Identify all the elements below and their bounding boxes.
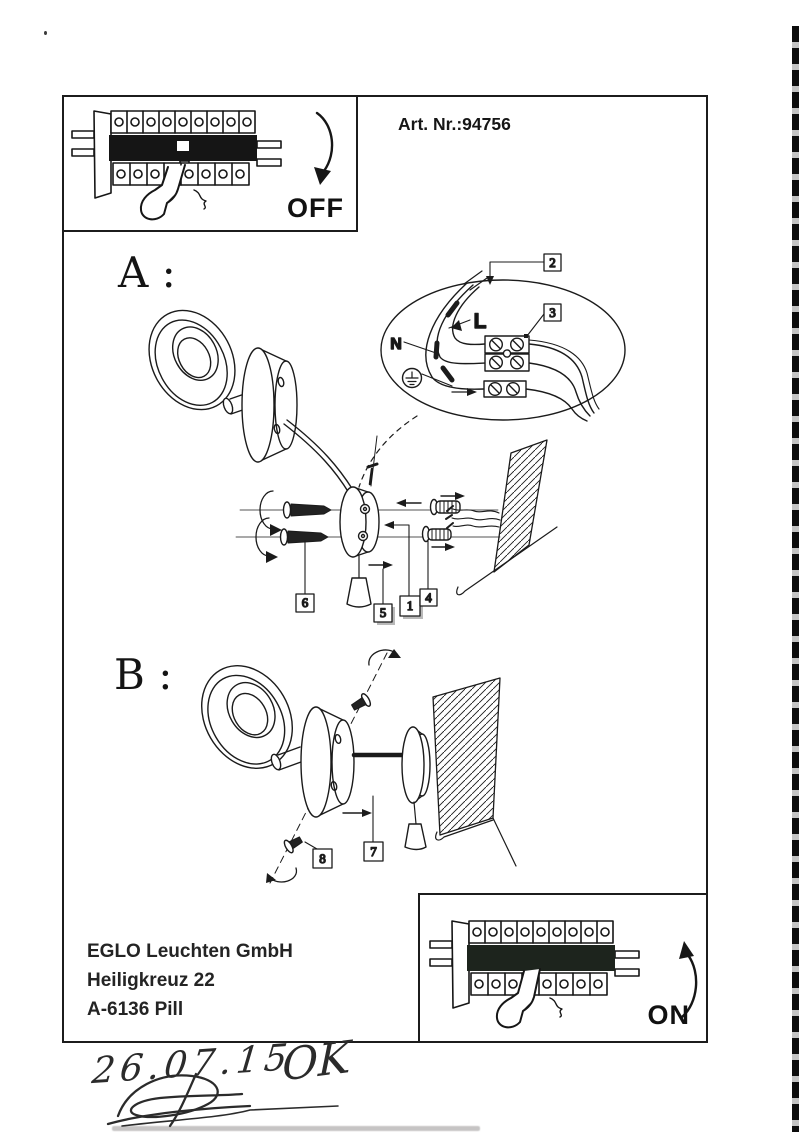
company-name: EGLO Leuchten GmbH (87, 941, 293, 962)
svg-text:6: 6 (302, 595, 309, 610)
set-screw-bottom (283, 836, 303, 854)
signature (106, 1072, 339, 1128)
wire-live (451, 286, 486, 346)
breaker-off-illustration (71, 110, 334, 221)
lamp-canopy (241, 347, 298, 463)
svg-text:2: 2 (549, 255, 556, 270)
supply-wires (445, 505, 501, 529)
callout-2: 2 (486, 253, 562, 285)
scan-edge-artifact (792, 26, 799, 1132)
switch-toggle-off (177, 141, 189, 151)
rotation-arrow-icon (255, 517, 278, 563)
power-on-inset: ON (418, 893, 708, 1043)
svg-text:8: 8 (319, 851, 326, 866)
callout-8: 8 (304, 841, 333, 869)
rotation-arrow-icon (259, 490, 282, 536)
scan-smudge (112, 1126, 480, 1131)
locking-screw (366, 462, 379, 469)
push-arrow (396, 499, 406, 507)
callout-6: 6 (295, 540, 315, 613)
wall-base-line (456, 526, 558, 596)
wall-base-line (435, 819, 494, 841)
lamp-cable (286, 419, 354, 491)
din-rail-end (93, 110, 112, 199)
callout-1: 1 (384, 521, 423, 619)
svg-text:7: 7 (370, 844, 377, 859)
wire-earth (425, 282, 485, 390)
wall-hatch (493, 439, 548, 573)
breaker-switch-band (467, 945, 615, 971)
arrow-up-icon (679, 941, 698, 1019)
wall-anchor-1 (429, 498, 461, 516)
callout-7: 7 (363, 795, 384, 862)
push-arrow (455, 492, 465, 500)
step-a-diagram: N L 2 3 (148, 253, 626, 625)
slide-arrow (362, 809, 372, 817)
live-label: L (474, 310, 487, 333)
step-b-diagram: 7 8 (201, 649, 517, 884)
din-rail-end (451, 920, 470, 1009)
pointing-hand-icon (139, 164, 207, 221)
pointing-hand-icon (495, 968, 563, 1029)
wall-bracket (401, 726, 431, 804)
neutral-label: N (390, 336, 402, 353)
breaker-top-row (110, 110, 256, 134)
wall-anchor-2 (421, 525, 452, 543)
svg-text:5: 5 (380, 605, 387, 620)
power-off-inset: OFF (62, 95, 358, 232)
callout-3: 3 (524, 303, 562, 338)
rotation-arrow-icon (266, 867, 298, 883)
detail-link-dashed-line (358, 415, 418, 488)
earth-icon (401, 367, 423, 389)
section-b-label: B : (114, 650, 173, 699)
on-label: ON (647, 1000, 690, 1030)
article-number: Art. Nr.:94756 (398, 114, 511, 134)
svg-text:4: 4 (425, 590, 432, 605)
wall-hatch (432, 677, 501, 836)
main-border-frame (62, 95, 708, 1043)
rotation-arrow-icon (368, 649, 401, 666)
arrow-down-icon (314, 111, 334, 185)
screw-axis-line (269, 652, 388, 884)
scan-speck (44, 31, 47, 35)
push-arrow (445, 543, 455, 551)
company-street: Heiligkreuz 22 (87, 970, 215, 991)
lamp-ring (201, 665, 293, 769)
wiring-detail: N L 2 3 (380, 253, 626, 422)
section-a-label: A : (118, 248, 176, 297)
cable-sheath (463, 270, 488, 291)
company-city: A-6136 Pill (87, 999, 184, 1020)
off-label: OFF (287, 193, 344, 223)
company-address: EGLO Leuchten GmbH Heiligkreuz 22 A-6136… (87, 937, 293, 1024)
callout-5: 5 (373, 568, 395, 625)
cable-grommet-cone (346, 577, 372, 608)
push-arrow (383, 561, 393, 569)
wall-mount-plate (339, 435, 380, 558)
cable-grommet-cone (404, 823, 427, 851)
pull-cord (413, 801, 417, 825)
wire-direction-arrow (467, 388, 477, 396)
lamp-ring (148, 309, 236, 411)
lamp-canopy (300, 706, 355, 818)
svg-text:3: 3 (549, 305, 556, 320)
mounting-screw-1 (282, 501, 332, 519)
ring-stub (222, 397, 234, 415)
set-screw-top (351, 693, 372, 711)
breaker-on-illustration (429, 920, 698, 1029)
mounting-screw-2 (279, 528, 329, 546)
breaker-top-row (468, 920, 614, 944)
svg-text:1: 1 (407, 598, 414, 613)
callout-4: 4 (419, 540, 438, 607)
terminal-blocks (483, 335, 530, 398)
